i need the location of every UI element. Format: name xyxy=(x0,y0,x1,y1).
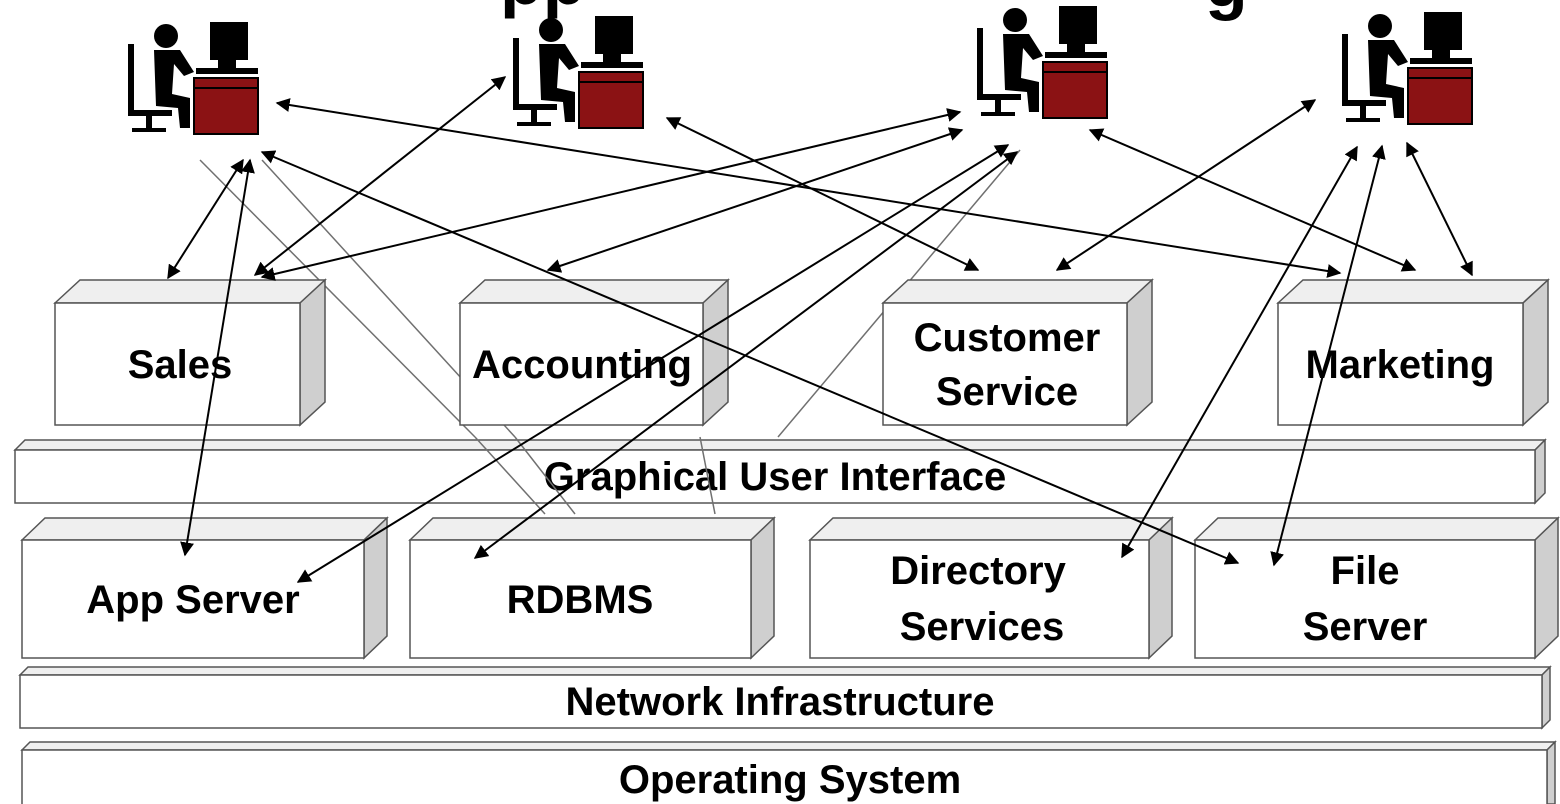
arrow-user4-marketing xyxy=(1406,141,1473,277)
network-infrastructure-label: Network Infrastructure xyxy=(566,680,995,724)
app-customer-service: Customer Service xyxy=(881,278,1154,427)
file-server-label-line2: Server xyxy=(1303,605,1428,649)
user-workstation-4 xyxy=(1342,12,1473,125)
arrow-user4-customer-service xyxy=(1055,99,1317,271)
file-server-label-line1: File xyxy=(1331,549,1400,593)
service-directory-services: Directory Services xyxy=(808,516,1174,660)
app-marketing: Marketing xyxy=(1276,278,1550,427)
operating-system-layer: Operating System xyxy=(20,740,1557,804)
user-workstation-3 xyxy=(977,6,1108,119)
user-at-workstation-icon xyxy=(977,6,1108,119)
arrow-user2-sales xyxy=(253,76,507,276)
service-app-server: App Server xyxy=(20,516,389,660)
user-workstation-2 xyxy=(513,16,644,129)
gui-layer: Graphical User Interface xyxy=(13,438,1547,505)
customer-service-label-line1: Customer xyxy=(914,316,1101,360)
service-rdbms: RDBMS xyxy=(408,516,776,660)
arrow-user1-app-server xyxy=(180,158,255,557)
arrow-user3-accounting xyxy=(546,127,964,273)
title-fragment-right: g xyxy=(1205,0,1248,21)
rdbms-label: RDBMS xyxy=(507,578,654,622)
marketing-label: Marketing xyxy=(1306,343,1495,387)
service-file-server: File Server xyxy=(1193,516,1560,660)
network-infrastructure-layer: Network Infrastructure xyxy=(18,665,1552,730)
title-fragment: pp xyxy=(500,0,586,19)
gui-layer-label: Graphical User Interface xyxy=(544,455,1006,499)
operating-system-label: Operating System xyxy=(619,758,961,802)
accounting-label: Accounting xyxy=(472,343,692,387)
arrow-user1-sales xyxy=(167,158,244,280)
directory-services-label-line2: Services xyxy=(900,605,1065,649)
user-at-workstation-icon xyxy=(1342,12,1473,125)
customer-service-label-line2: Service xyxy=(936,370,1078,414)
arrow-user4-file-server xyxy=(1270,144,1386,567)
app-accounting: Accounting xyxy=(458,278,730,427)
user-workstation-1 xyxy=(128,22,259,135)
arrow-user3-marketing xyxy=(1088,128,1417,272)
connector-arrows xyxy=(167,76,1473,583)
user-at-workstation-icon xyxy=(513,16,644,129)
app-sales: Sales xyxy=(53,278,327,427)
app-server-label: App Server xyxy=(86,578,299,622)
user-at-workstation-icon xyxy=(128,22,259,135)
directory-services-label-line1: Directory xyxy=(890,549,1066,593)
arrow-user3-rdbms xyxy=(473,151,1019,559)
